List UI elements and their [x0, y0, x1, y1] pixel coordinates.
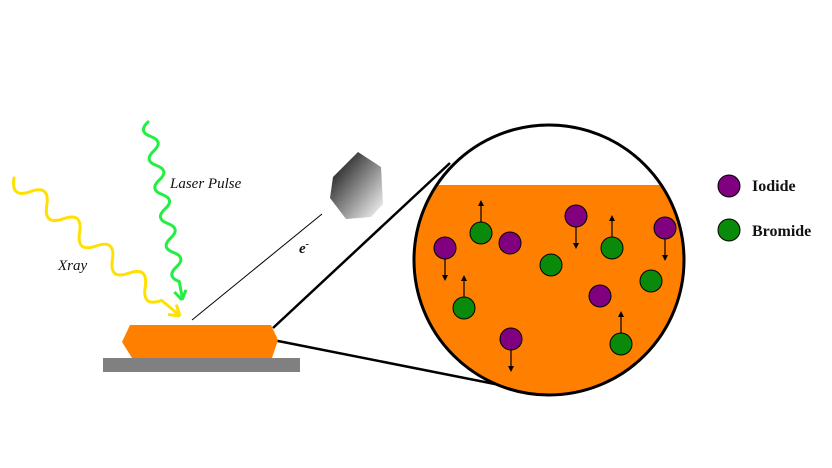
legend-bromide-label: Bromide: [752, 223, 811, 240]
laser-beam: [142, 120, 184, 298]
legend-iodide-label: Iodide: [752, 178, 796, 195]
sample-film: [122, 325, 278, 358]
laser-arrowhead: [173, 289, 188, 302]
laser-label: Laser Pulse: [169, 176, 242, 192]
magnifier-rim: [412, 123, 686, 397]
particle-layer: [433, 200, 677, 372]
legend-bromide-swatch: [717, 218, 741, 242]
iodide-ion: [433, 236, 457, 281]
bromide-ion: [539, 253, 563, 277]
bromide-ion: [609, 311, 633, 356]
electron-path: [191, 213, 323, 321]
bromide-ion: [600, 215, 624, 260]
iodide-ion: [653, 216, 677, 261]
iodide-ion: [588, 284, 612, 308]
bromide-ion: [452, 275, 476, 320]
electron-detector: [330, 152, 383, 219]
zoom-line-bottom: [272, 338, 516, 390]
iodide-ion: [498, 231, 522, 255]
iodide-ion: [564, 204, 588, 249]
iodide-ion: [499, 327, 523, 372]
bromide-ion: [469, 200, 493, 245]
xray-arrowhead: [167, 304, 182, 318]
magnified-sample: [414, 185, 684, 395]
legend: Iodide Bromide: [717, 174, 811, 242]
bromide-ion: [639, 269, 663, 293]
magnified-view: [412, 123, 686, 397]
substrate: [103, 358, 300, 372]
xray-beam: [12, 176, 180, 316]
zoom-line-top: [272, 162, 451, 329]
electron-label: e-: [299, 239, 309, 257]
xray-label: Xray: [57, 258, 88, 274]
legend-iodide-swatch: [717, 174, 741, 198]
